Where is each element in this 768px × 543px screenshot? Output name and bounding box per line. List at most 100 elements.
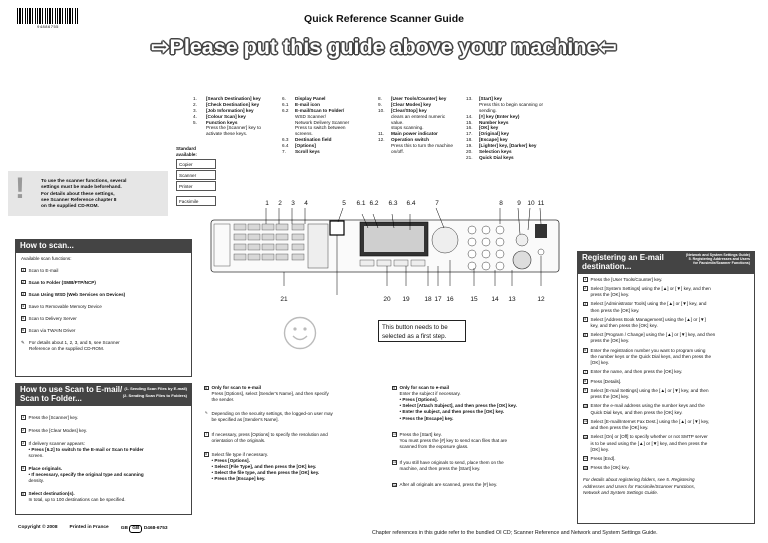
notice-line: on the supplied CD-ROM.: [41, 204, 99, 210]
key-row: 5.Function keys: [193, 120, 261, 126]
key-text: Press the [Scanner] key to: [206, 125, 261, 131]
key-text: Press this to turn the machine: [391, 143, 454, 148]
key-text: [Start] key: [479, 96, 502, 101]
standard-title: Standard available:: [176, 146, 197, 158]
step-line: and then press the [OK] key.: [590, 425, 649, 431]
step-line: • Enter the subject, and then press the …: [399, 409, 505, 415]
key-text: E-mail icon: [295, 101, 321, 107]
step-number: 12: [583, 434, 588, 440]
key-number: 6.1: [282, 101, 289, 107]
step-number: 12: [392, 482, 397, 488]
display-screen: [364, 226, 424, 252]
key-text: value.: [391, 119, 404, 125]
key-text: [Search Destination] key: [206, 96, 261, 101]
key-row: 3.[Job Information] key: [193, 108, 261, 114]
key-number: 6.: [282, 96, 286, 101]
key-row: 20.Selection keys: [466, 149, 543, 155]
key-number: 3.: [193, 107, 197, 113]
key-number: 4.: [193, 113, 197, 119]
step-line: Quick Dial keys, and then press the [OK]…: [590, 409, 683, 415]
key-number: 14.: [466, 113, 473, 119]
key-number: 5.: [193, 119, 197, 125]
key-number: 6.4: [282, 143, 289, 148]
key-row: value.: [378, 120, 453, 126]
callout-number-bottom: 12: [537, 296, 545, 303]
key-row: sending.: [466, 108, 543, 114]
callout-number-bottom: 17: [434, 296, 442, 303]
key-number: 20.: [466, 148, 473, 154]
how-to-use-sub: (1. Sending Scan Files by E-mail): [124, 386, 187, 391]
key-row: 1.[Search Destination] key: [193, 96, 261, 102]
step-line: Press the [OK] key.: [590, 465, 630, 471]
callout-number-top: 1: [265, 200, 269, 207]
step-line: Enter the name, and then press the [OK] …: [590, 369, 683, 375]
step-line: • Press [Options].: [399, 397, 438, 403]
footer-left: Copyright © 2008 Printed in France GB GB…: [18, 525, 168, 534]
key-text: [Clear Modes] key: [391, 101, 432, 107]
step-line: Press the [Start] key.: [399, 431, 442, 437]
callout-number-top: 9: [517, 200, 521, 207]
step-line: key, and then press the [OK] key.: [590, 323, 658, 328]
step-line: Select [Address Book Management] using t…: [590, 316, 706, 322]
notice-line: see Scanner Reference chapter 8: [41, 197, 117, 203]
step-line: • Select [Attach Subject], and then pres…: [399, 403, 517, 409]
key-text: WSD Scanner/: [295, 113, 326, 119]
step-number: 8: [583, 379, 588, 384]
step-line: Select [System Settings] using the [▲] o…: [590, 285, 711, 291]
key-text: Operation switch: [391, 137, 430, 143]
step-line: press the [OK] key.: [590, 338, 630, 344]
step-number: 2: [583, 286, 588, 291]
scan-function-label: Scan to Folder (SMB/FTP/NCP): [28, 279, 96, 285]
key-row: 21.Quick Dial keys: [466, 155, 543, 161]
step-number: 10: [583, 403, 588, 409]
how-to-scan-panel: How to scan... Available scan functions:…: [15, 239, 192, 377]
copier-mode: Copier: [176, 159, 216, 170]
scroll-keys: [431, 226, 459, 254]
step-line: the sender.: [211, 397, 235, 403]
clear-stop-key: [515, 233, 529, 247]
step-number: 1: [21, 415, 26, 420]
callout-number-bottom: 20: [383, 296, 391, 303]
key-text: stops scanning.: [391, 125, 424, 131]
step-line: • Select [File Type], and then press the…: [211, 463, 317, 469]
key-text: on/off.: [391, 148, 404, 154]
smiley-icon: [283, 316, 317, 350]
registering-panel: Registering an E-mail destination... (Ne…: [577, 251, 755, 524]
callout-number-top: 7: [435, 200, 439, 207]
barcode-number: 94886755: [37, 24, 59, 29]
step-line: Select file type if necessary.: [211, 451, 269, 457]
step-line: Select [On] or [Off] to specify whether …: [590, 434, 708, 440]
note-line: For details about registering folders, s…: [583, 477, 695, 483]
key-row: 12.Operation switch: [378, 137, 453, 143]
how-to-use-sub: (2. Sending Scan Files to Folders): [122, 393, 187, 399]
scan-function-label: Scan via TWAIN Driver: [28, 328, 76, 334]
notice-text: To use the scanner functions, several se…: [41, 179, 166, 211]
key-number: 10.: [378, 107, 385, 113]
step-line: then press the [OK] key.: [590, 307, 640, 313]
key-text: [OK] key: [479, 125, 499, 131]
step-number: 14: [583, 465, 588, 471]
number-keys: [467, 225, 505, 271]
code-number: D468-6753: [143, 526, 168, 531]
key-row: 19.[Lighter] key, [Darker] key: [466, 143, 543, 149]
key-row: 6.4[Options]: [282, 143, 349, 149]
key-text: Press this to begin scanning or: [479, 101, 544, 107]
key-text: Network Delivery Scanner: [295, 119, 350, 125]
gb-label: GB: [120, 526, 128, 531]
key-row: Network Delivery Scanner: [282, 120, 349, 126]
key-row: 7.Scroll keys: [282, 149, 349, 155]
